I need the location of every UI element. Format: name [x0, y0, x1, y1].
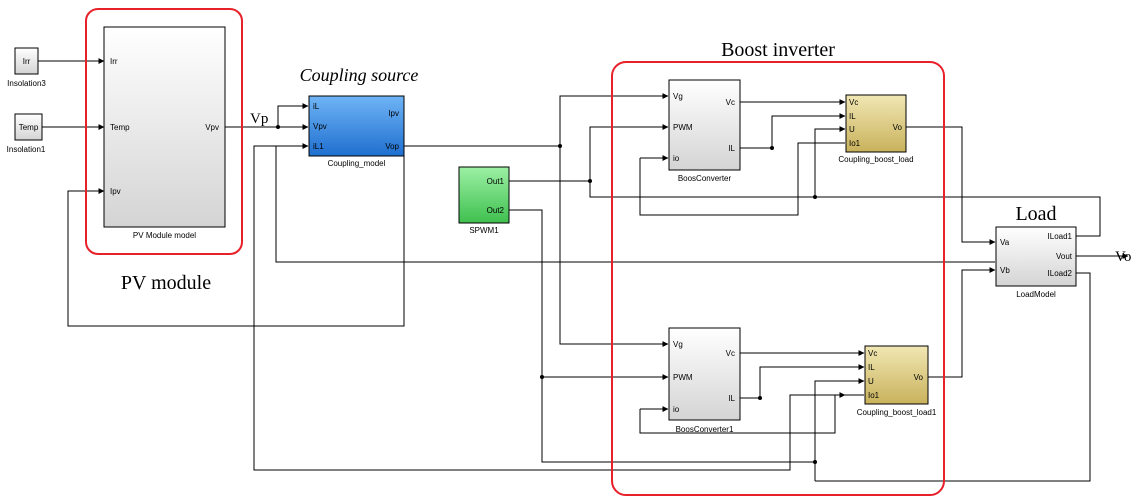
load-out-iload2: ILoad2	[1048, 269, 1073, 278]
load-in-va: Va	[1000, 238, 1010, 247]
pv-in-ipv: Ipv	[110, 187, 121, 196]
spwm-out1: Out1	[487, 177, 505, 186]
coupling-in-vpv: Vpv	[313, 122, 327, 131]
coupling-out-ipv: Ipv	[388, 109, 399, 118]
cbl1-in-il: IL	[868, 363, 875, 372]
load-label: Load	[1015, 203, 1056, 225]
coupling-in-il1: iL1	[313, 142, 324, 151]
boos-converter-name: BoosConverter	[678, 174, 732, 183]
load-in-vb: Vb	[1000, 266, 1010, 275]
boos-out-vc: Vc	[726, 98, 735, 107]
load-out-iload1: ILoad1	[1048, 232, 1073, 241]
coupling-boost-load1-block[interactable]: Vc IL U Io1 Vo Coupling_boost_load1	[857, 345, 937, 417]
load-model-name: LoadModel	[1016, 290, 1056, 299]
cbl-in-u: U	[849, 125, 855, 134]
boos-converter1-name: BoosConverter1	[676, 425, 734, 434]
boos1-out-il: IL	[728, 394, 735, 403]
coupling-in-il: iL	[313, 102, 320, 111]
insolation3-value: Irr	[23, 57, 31, 66]
cbl-out-vo: Vo	[893, 123, 903, 132]
pv-out-vpv: Vpv	[205, 123, 219, 132]
coupling-model-name: Coupling_model	[328, 159, 386, 168]
coupling-boost-load-block[interactable]: Vc IL U Io1 Vo Coupling_boost_load	[838, 94, 914, 164]
boos1-in-io: io	[673, 405, 680, 414]
boos-in-pwm: PWM	[673, 123, 693, 132]
pv-in-temp: Temp	[110, 123, 130, 132]
spwm-name: SPWM1	[469, 226, 499, 235]
coupling-boost-load-name: Coupling_boost_load	[838, 155, 913, 164]
pv-in-irr: Irr	[110, 57, 118, 66]
load-model-block[interactable]: Va Vb ILoad1 Vout ILoad2 LoadModel	[995, 226, 1077, 299]
coupling-boost-load1-name: Coupling_boost_load1	[857, 408, 937, 417]
boos-converter-block[interactable]: Vg PWM io Vc IL BoosConverter	[668, 79, 741, 183]
vp-signal-label: Vp	[250, 111, 268, 127]
boos-converter1-block[interactable]: Vg PWM io Vc IL BoosConverter1	[668, 327, 741, 434]
pv-module-label: PV module	[121, 272, 211, 294]
insolation1-block[interactable]: Temp Insolation1	[7, 113, 46, 154]
boost-inverter-label: Boost inverter	[721, 39, 835, 61]
insolation3-block[interactable]: Irr Insolation3	[7, 47, 46, 88]
boost-inverter-highlight	[611, 61, 945, 496]
cbl-in-il: IL	[849, 112, 856, 121]
signal-wires	[38, 58, 1129, 482]
boos1-in-vg: Vg	[673, 340, 683, 349]
insolation1-name: Insolation1	[7, 145, 46, 154]
spwm-out2: Out2	[487, 206, 505, 215]
cbl1-out-vo: Vo	[914, 373, 924, 382]
boos-in-vg: Vg	[673, 92, 683, 101]
boos1-in-pwm: PWM	[673, 373, 693, 382]
pv-module-highlight	[85, 8, 243, 255]
pv-module-name: PV Module model	[133, 231, 196, 240]
wire-junctions	[276, 125, 817, 464]
vo-signal-label: Vo	[1115, 249, 1131, 265]
cbl1-in-vc: Vc	[868, 349, 877, 358]
coupling-out-vop: Vop	[385, 142, 399, 151]
coupling-source-label: Coupling source	[300, 65, 419, 85]
cbl1-in-u: U	[868, 377, 874, 386]
cbl-in-io1: Io1	[849, 139, 861, 148]
boos-in-io: io	[673, 154, 680, 163]
spwm-block[interactable]: Out1 Out2 SPWM1	[458, 166, 510, 235]
pv-module-block[interactable]: Irr Temp Ipv Vpv PV Module model	[103, 26, 226, 240]
load-out-vout: Vout	[1056, 252, 1073, 261]
boos1-out-vc: Vc	[726, 349, 735, 358]
coupling-model-block[interactable]: iL Vpv iL1 Ipv Vop Coupling_model	[308, 95, 405, 168]
cbl1-in-io1: Io1	[868, 391, 880, 400]
boos-out-il: IL	[728, 144, 735, 153]
insolation3-name: Insolation3	[7, 79, 46, 88]
insolation1-value: Temp	[19, 123, 39, 132]
cbl-in-vc: Vc	[849, 98, 858, 107]
